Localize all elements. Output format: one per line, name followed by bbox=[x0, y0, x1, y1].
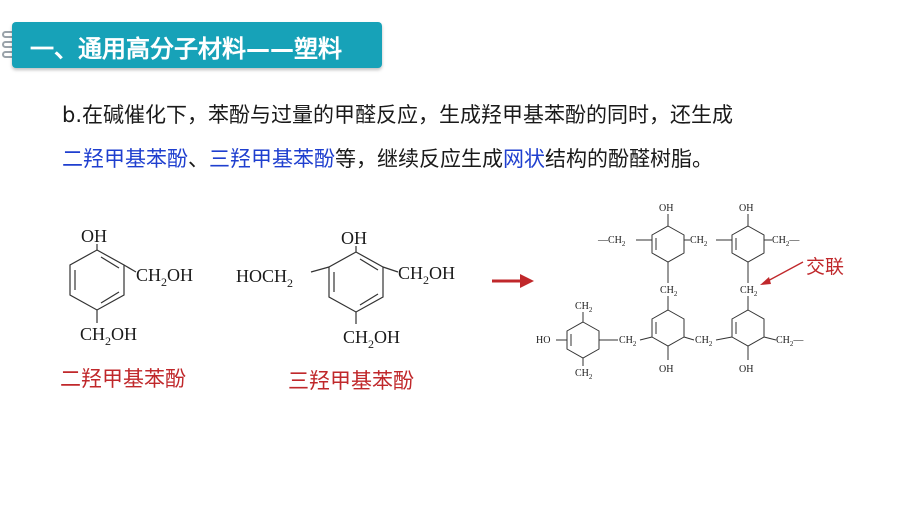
m2-oh: OH bbox=[341, 228, 367, 248]
m1-ch2oh-bottom: CH2OH bbox=[80, 324, 137, 348]
m2-hoch2: HOCH2 bbox=[236, 266, 293, 290]
svg-text:CH2—: CH2— bbox=[772, 235, 800, 248]
svg-text:OH: OH bbox=[659, 203, 673, 214]
svg-text:CH2: CH2 bbox=[690, 235, 708, 248]
network-structure: OH OH —CH2 CH2 CH2— CH2 CH2 CH2 CH2 HO C… bbox=[536, 203, 804, 381]
term-network: 网状 bbox=[503, 147, 545, 171]
molecule1-name: 二羟甲基苯酚 bbox=[60, 367, 186, 391]
svg-text:OH: OH bbox=[739, 203, 753, 214]
svg-text:HO: HO bbox=[536, 335, 550, 346]
svg-text:OH: OH bbox=[739, 364, 753, 375]
svg-text:CH2: CH2 bbox=[619, 335, 637, 348]
text-mid: 等，继续反应生成 bbox=[335, 147, 503, 171]
svg-text:OH: OH bbox=[659, 364, 673, 375]
text-end: 结构的酚醛树脂。 bbox=[545, 147, 713, 171]
paragraph-line-1: b.在碱催化下，苯酚与过量的甲醛反应，生成羟甲基苯酚的同时，还生成 bbox=[62, 103, 734, 127]
title-bar: 一、通用高分子材料——塑料 bbox=[12, 22, 382, 68]
molecule2-ring bbox=[310, 246, 399, 324]
paragraph-line-2: 二羟甲基苯酚、三羟甲基苯酚等，继续反应生成网状结构的酚醛树脂。 bbox=[62, 143, 713, 173]
m1-oh: OH bbox=[81, 226, 107, 246]
reaction-arrow bbox=[492, 274, 534, 288]
svg-text:CH2: CH2 bbox=[695, 335, 713, 348]
term-trihydroxymethylphenol: 三羟甲基苯酚 bbox=[209, 147, 335, 171]
molecule2-name: 三羟甲基苯酚 bbox=[288, 369, 414, 393]
crosslink-label: 交联 bbox=[806, 256, 845, 278]
svg-text:CH2—: CH2— bbox=[776, 335, 804, 348]
m2-ch2oh-side: CH2OH bbox=[398, 263, 455, 287]
svg-text:CH2: CH2 bbox=[660, 285, 678, 298]
svg-text:—CH2: —CH2 bbox=[597, 235, 626, 248]
m1-ch2oh-side: CH2OH bbox=[136, 265, 193, 289]
m2-ch2oh-bottom: CH2OH bbox=[343, 327, 400, 351]
svg-text:CH2: CH2 bbox=[575, 301, 593, 314]
molecule1-ring bbox=[69, 244, 137, 323]
svg-text:CH2: CH2 bbox=[740, 285, 758, 298]
svg-text:CH2: CH2 bbox=[575, 368, 593, 381]
page-title: 一、通用高分子材料——塑料 bbox=[30, 35, 342, 63]
crosslink-pointer bbox=[763, 261, 804, 284]
text-sep: 、 bbox=[188, 147, 209, 171]
term-dihydroxymethylphenol: 二羟甲基苯酚 bbox=[62, 147, 188, 171]
